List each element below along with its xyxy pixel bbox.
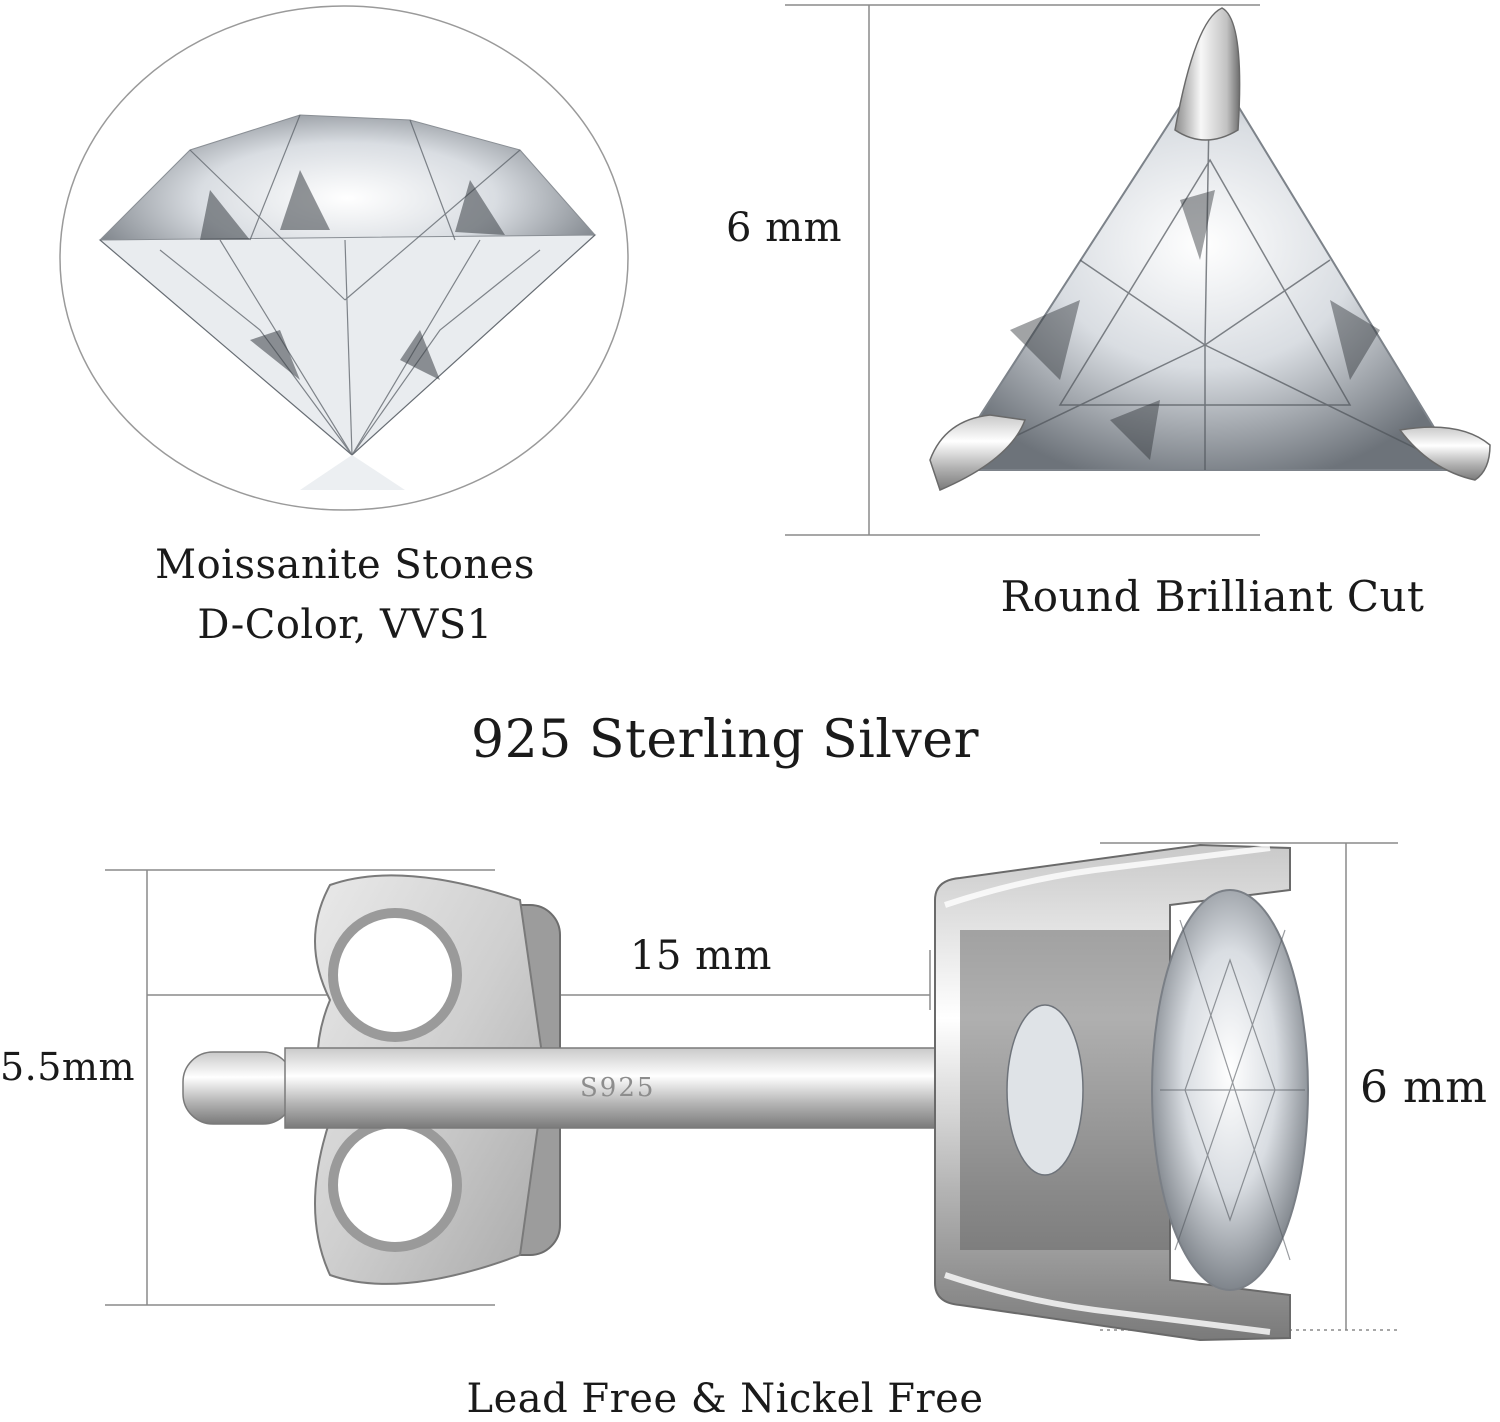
moissanite-caption-line2: D-Color, VVS1 <box>197 602 493 648</box>
left-prong <box>929 414 1027 492</box>
pavilion-view <box>1006 1004 1084 1176</box>
stone-setting <box>934 843 1309 1342</box>
stone-pavilion <box>98 234 597 456</box>
earring-post: S925 <box>182 1047 946 1129</box>
back-height-label: 5.5mm <box>0 1045 135 1089</box>
moissanite-stone-illustration <box>59 5 629 511</box>
stone-height-label: 6 mm <box>1360 1062 1488 1113</box>
trillion-stone <box>943 58 1462 471</box>
back-lower-loop <box>328 1118 462 1252</box>
trillion-dark-facets <box>1010 190 1380 460</box>
trillion-stone-illustration <box>929 7 1491 492</box>
top-prong <box>1174 7 1241 141</box>
top-height-dimension <box>785 4 1260 536</box>
material-caption: 925 Sterling Silver <box>471 710 979 770</box>
back-height-dimension <box>105 869 495 1306</box>
stone-reflection <box>300 455 405 490</box>
stone-dark-facets <box>200 170 505 380</box>
top-height-label: 6 mm <box>726 205 843 251</box>
moissanite-caption-line1: Moissanite Stones <box>155 542 535 588</box>
stone-frame-circle <box>59 5 629 511</box>
right-prong <box>1398 426 1491 481</box>
moissanite-caption: Moissanite Stones D-Color, VVS1 <box>90 535 600 655</box>
back-upper-loop <box>328 908 462 1042</box>
side-stone-facets <box>1160 919 1305 1261</box>
lead-free-caption: Lead Free & Nickel Free <box>466 1376 984 1422</box>
s925-stamp: S925 <box>580 1073 655 1103</box>
post-length-label: 15 mm <box>630 933 772 979</box>
cut-caption: Round Brilliant Cut <box>1000 572 1425 621</box>
